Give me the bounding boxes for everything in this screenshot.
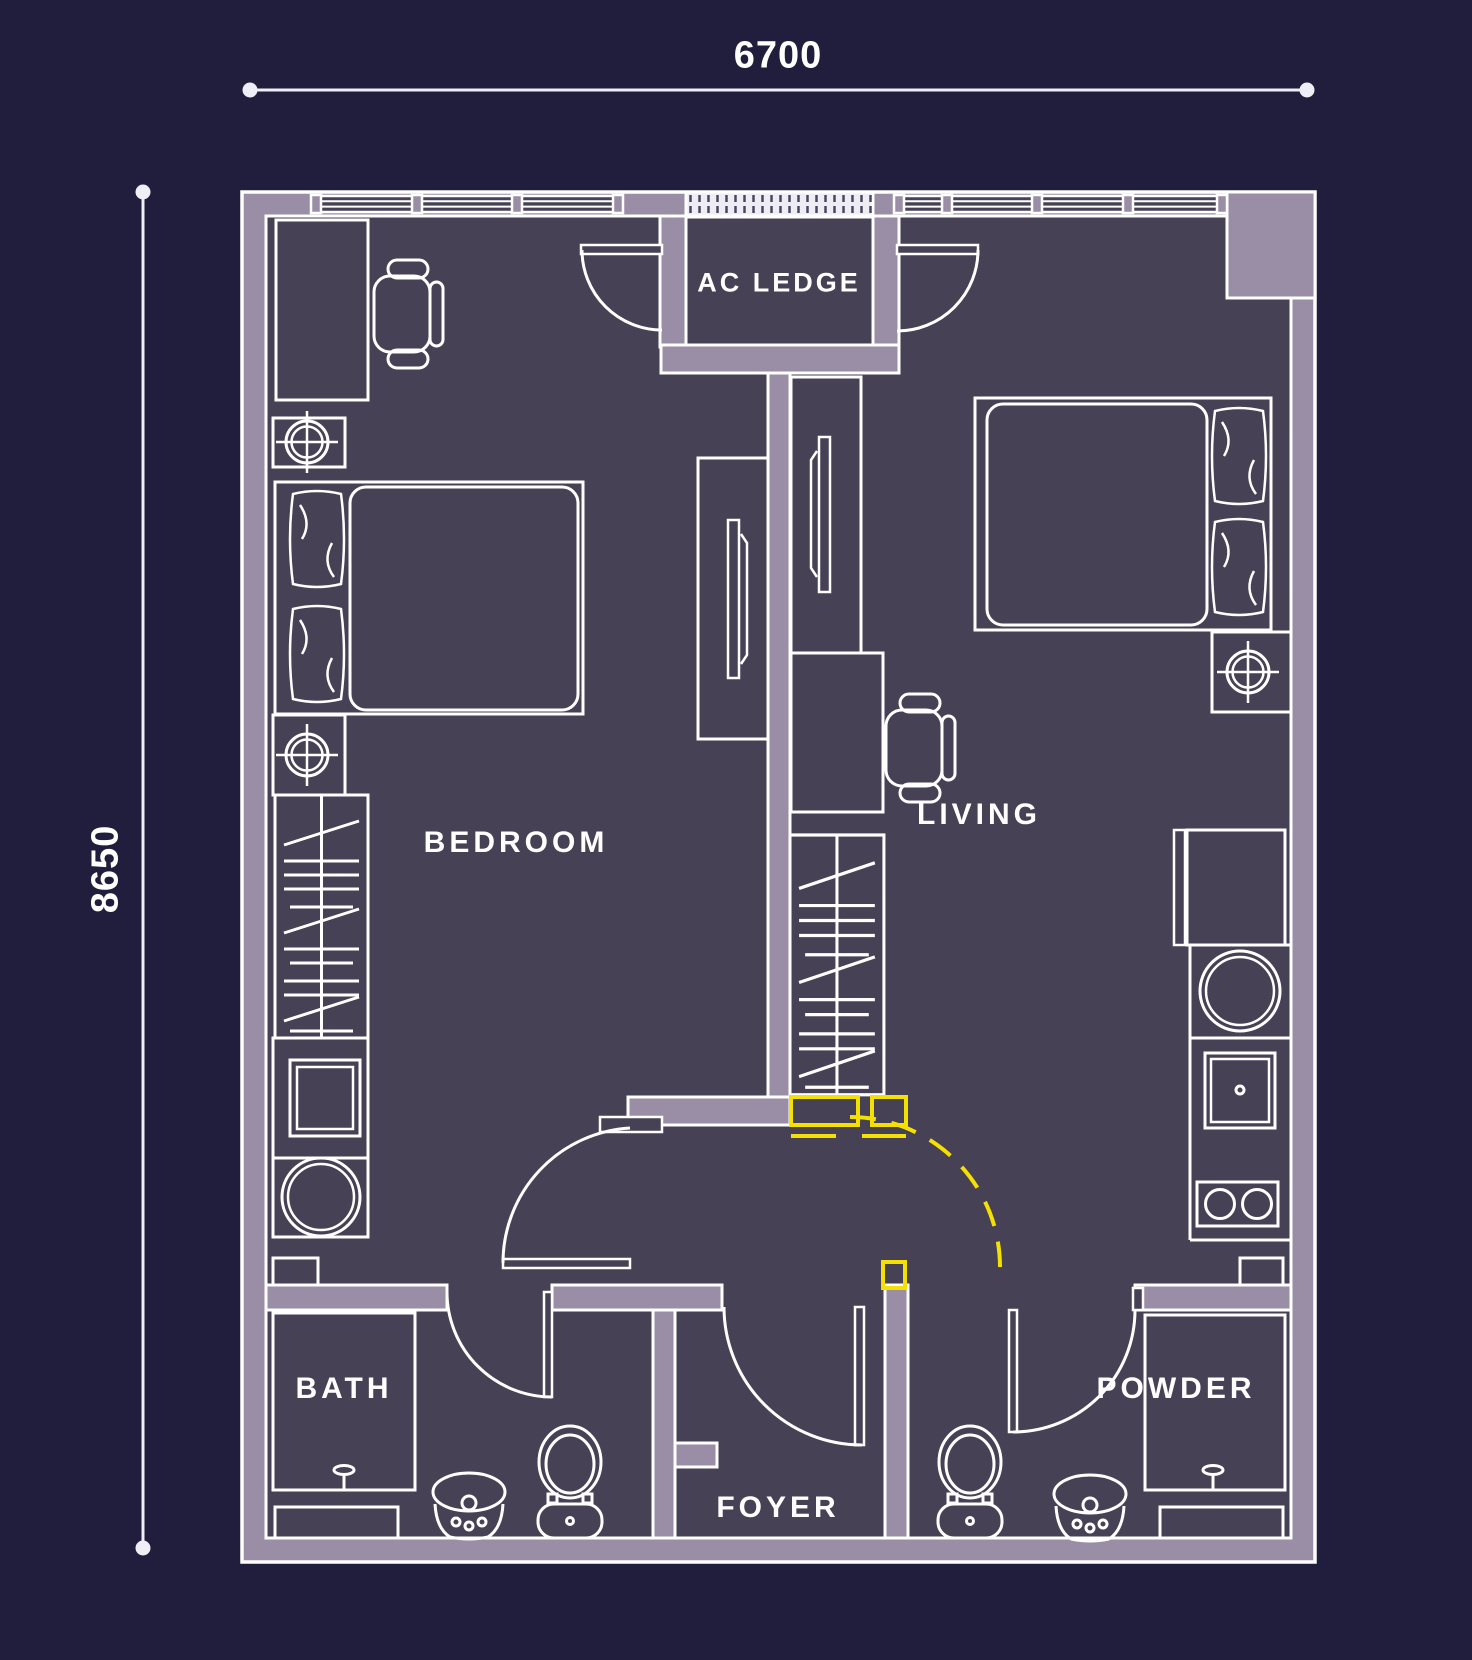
- round-sink-icon: [1198, 949, 1282, 1033]
- entrance-door-icon: [789, 1095, 1002, 1290]
- room-label-ac-ledge: AC LEDGE: [697, 267, 861, 298]
- nightstand-living: [1210, 630, 1293, 714]
- louver-icon: [686, 192, 873, 216]
- desk-bedroom: [274, 218, 370, 402]
- laundry-column: [271, 1036, 370, 1292]
- window-bedroom: [309, 193, 625, 215]
- bath-door-icon: [445, 1290, 554, 1399]
- ac-ledge-structure: [658, 190, 901, 375]
- room-label-living: LIVING: [916, 798, 1042, 831]
- bottom-partitions: [264, 1283, 1293, 1540]
- nightstand-bedroom-top: [271, 416, 347, 469]
- tv-console-bedroom: [696, 456, 770, 741]
- foyer-door-icon: [722, 1305, 866, 1447]
- oven-icon: [1203, 1051, 1277, 1130]
- dimension-line-left: [135, 184, 151, 1556]
- dimension-line-top: [242, 82, 1315, 98]
- window-living: [892, 193, 1229, 215]
- dimension-left-label: 8650: [84, 824, 127, 914]
- bedroom-door-icon: [501, 1115, 664, 1270]
- room-label-bedroom: BEDROOM: [423, 826, 609, 859]
- bed-bedroom-icon: [273, 480, 585, 716]
- kitchenette: [1172, 828, 1291, 1292]
- room-label-powder: POWDER: [1096, 1372, 1256, 1405]
- desk-living: [789, 651, 885, 814]
- tv-icon: [739, 533, 749, 665]
- bed-living-icon: [973, 396, 1273, 632]
- ac-door-left-icon: [579, 243, 664, 332]
- ac-door-right-icon: [895, 243, 980, 333]
- powder-door-icon: [1007, 1286, 1145, 1434]
- room-label-bath: BATH: [295, 1372, 393, 1405]
- room-label-foyer: FOYER: [716, 1491, 840, 1524]
- hob-icon: [1195, 1180, 1280, 1228]
- tv-icon: [809, 450, 819, 578]
- dimension-top-label: 6700: [733, 34, 823, 77]
